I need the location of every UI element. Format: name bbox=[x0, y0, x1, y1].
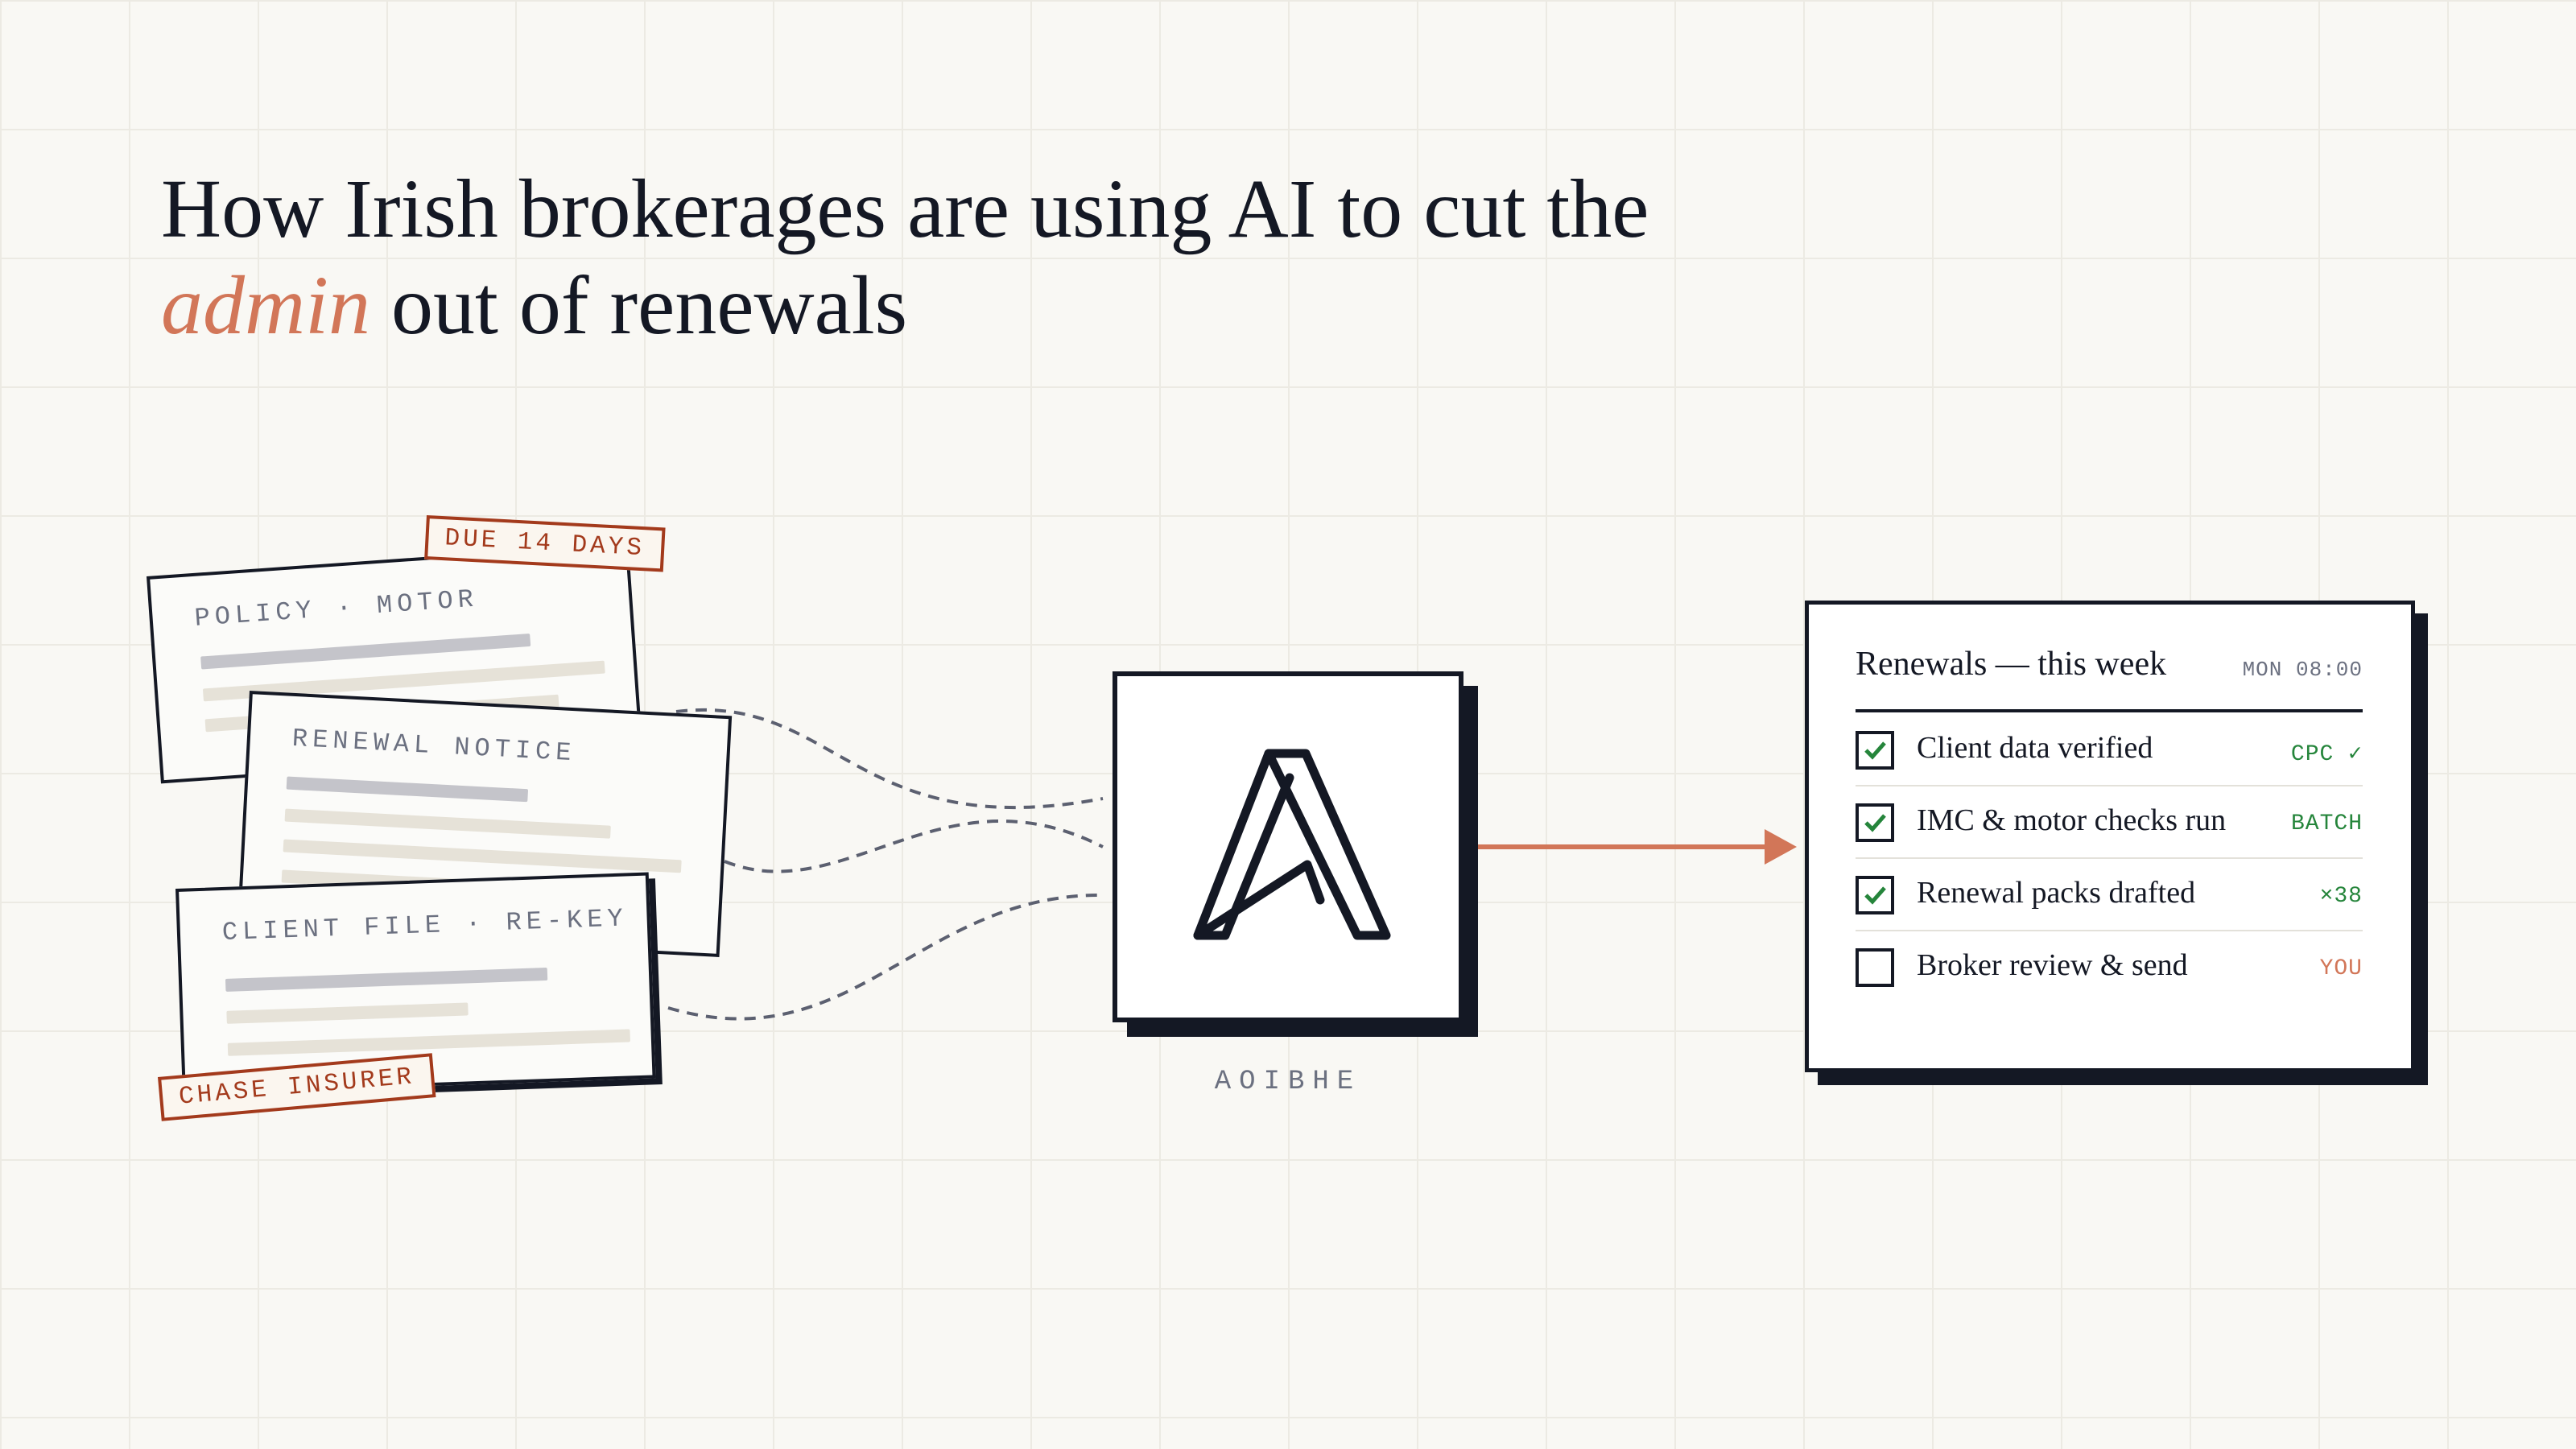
checkmark-icon bbox=[1864, 886, 1886, 905]
document-text-line bbox=[227, 1029, 630, 1056]
checkbox-unchecked[interactable] bbox=[1856, 948, 1894, 987]
headline: How Irish brokerages are using AI to cut… bbox=[161, 161, 1649, 354]
checklist-item: Client data verified CPC ✓ bbox=[1856, 714, 2363, 786]
document-label: RENEWAL NOTICE bbox=[291, 723, 577, 769]
checklist-item-tag: YOU bbox=[2319, 956, 2363, 981]
document-text-line bbox=[286, 776, 529, 803]
document-text-line bbox=[226, 1002, 469, 1024]
checklist-item-label: IMC & motor checks run bbox=[1917, 803, 2227, 837]
checklist-item: Renewal packs drafted ×38 bbox=[1856, 859, 2363, 931]
aoibhe-logo-box bbox=[1113, 671, 1463, 1022]
checklist-item: Broker review & send YOU bbox=[1856, 931, 2363, 1004]
checkmark-icon bbox=[1864, 741, 1886, 760]
checklist-item-tag: BATCH bbox=[2290, 811, 2363, 836]
checklist-item-label: Client data verified bbox=[1917, 731, 2153, 765]
renewals-panel: Renewals — this week MON 08:00 Client da… bbox=[1805, 601, 2415, 1072]
document-label: POLICY · MOTOR bbox=[193, 584, 480, 634]
checklist-item: IMC & motor checks run BATCH bbox=[1856, 786, 2363, 859]
document-text-line bbox=[200, 633, 531, 670]
checklist-item-label: Renewal packs drafted bbox=[1917, 876, 2196, 910]
checkbox-checked[interactable] bbox=[1856, 803, 1894, 842]
checklist-item-label: Broker review & send bbox=[1917, 948, 2188, 982]
document-text-line bbox=[225, 967, 548, 992]
checkmark-icon bbox=[1864, 814, 1886, 832]
headline-line-1: How Irish brokerages are using AI to cut… bbox=[161, 163, 1649, 255]
document-text-line bbox=[283, 839, 682, 873]
document-text-line bbox=[284, 808, 611, 839]
document-label: CLIENT FILE · RE-KEY bbox=[221, 903, 629, 947]
panel-divider bbox=[1856, 709, 2363, 712]
panel-title: Renewals — this week bbox=[1856, 646, 2167, 683]
panel-timestamp: MON 08:00 bbox=[2242, 658, 2363, 682]
checklist-item-tag: CPC ✓ bbox=[2290, 742, 2363, 767]
headline-line-2: out of renewals bbox=[391, 259, 908, 352]
connector-line-3 bbox=[667, 893, 1104, 1021]
stylized-a-logo-icon bbox=[1193, 749, 1391, 940]
connector-line-2 bbox=[724, 819, 1104, 873]
headline-emphasis: admin bbox=[161, 259, 370, 352]
output-arrow-head bbox=[1765, 829, 1797, 865]
connector-line-1 bbox=[675, 708, 1104, 809]
checkbox-checked[interactable] bbox=[1856, 731, 1894, 770]
logo-caption: AOIBHE bbox=[1214, 1067, 1362, 1097]
checkbox-checked[interactable] bbox=[1856, 876, 1894, 914]
checklist-item-tag: ×38 bbox=[2319, 884, 2363, 909]
